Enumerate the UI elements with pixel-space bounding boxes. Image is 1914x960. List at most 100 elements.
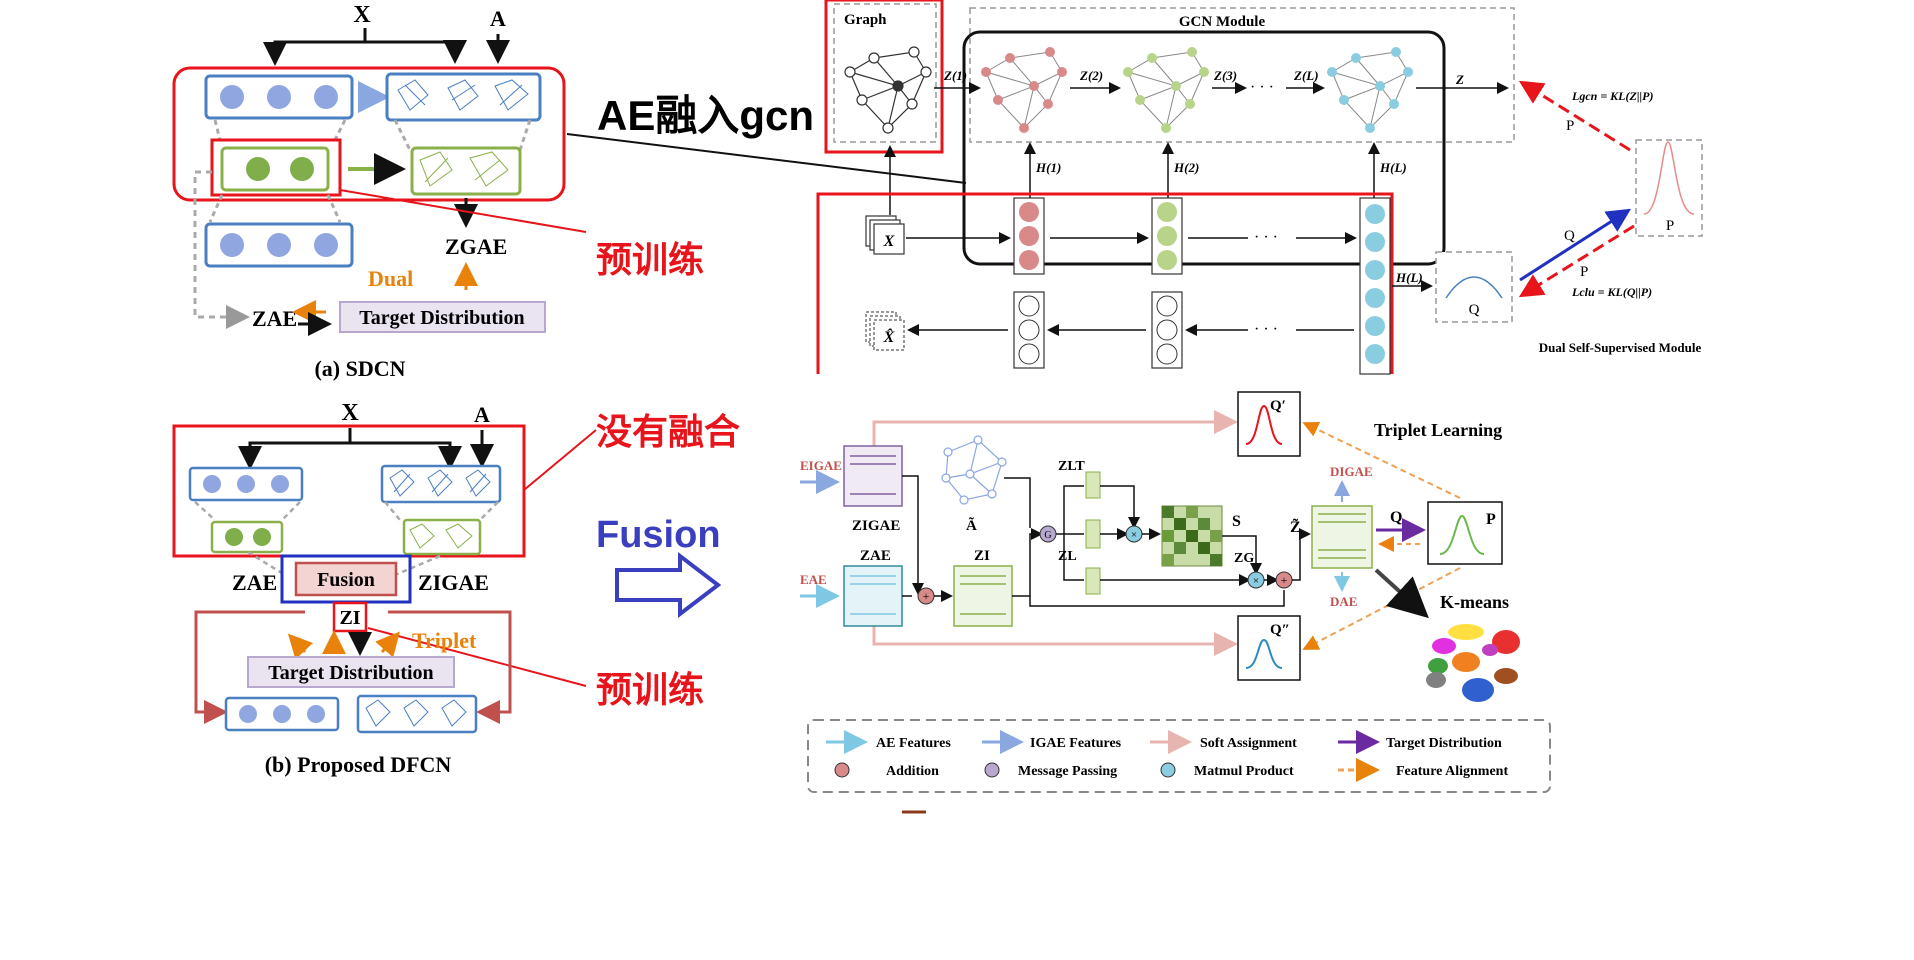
p-to-q-arrow [1518,224,1635,298]
ae-node [273,705,291,723]
legend-swatch-message [984,762,1000,778]
ae-layer-node [1365,316,1385,336]
annotations: AE融入gcn 预训练 没有融合 Fusion 预训练 [339,92,967,711]
sdcn-target-label: Target Distribution [359,307,524,329]
e-igae-label: EIGAE [800,458,842,473]
ztilde-to-kmeans [1374,568,1429,619]
dfcn-dashed-funnel [194,501,499,521]
dfcn-right-loop [388,610,512,724]
ae-latent-node [225,528,243,546]
dfcn-triplet-arrow [375,631,400,658]
sdcn-x-label: X [353,2,371,28]
mp-branches [1056,485,1084,581]
p-label-bottom: P [1580,264,1588,280]
legend-label-target: Target Distribution [1386,736,1502,751]
graph-icon [389,469,491,497]
ae-layer-node [1019,250,1039,270]
ae-layer-node [1365,204,1385,224]
kmeans-label: K-means [1440,592,1509,612]
p-label-top: P [1566,118,1574,134]
p-to-qprime [1302,421,1461,499]
gcn-layer-graph [1127,51,1205,129]
q-curve [1445,276,1503,299]
matrix-stripes [850,575,896,615]
gcn-z-label: Z [1455,72,1464,87]
dfcn-ae-latent-box [210,520,284,554]
p-target-curve [1439,514,1485,555]
zlt-to-matmul [1100,485,1140,529]
sdcn-gae-encoder-box [385,72,542,122]
graph-icon [419,151,509,187]
e-igae-matrix [843,445,903,507]
zi-skip-path [1029,590,1285,607]
annotation-line-no-fusion [523,429,597,491]
annotation-line-to-gcn [566,133,967,184]
igae-to-add-path [902,475,924,595]
gcn-zl-label: Z(L) [1293,68,1319,83]
ae-layer-node [1019,226,1039,246]
q-label: Q [1564,228,1575,244]
gcn-z1-label: Z(1) [943,68,967,83]
q-arrow-label: Q [1390,509,1402,526]
legend-label-message: Message Passing [1018,764,1117,779]
h2-label: H(2) [1173,160,1199,175]
legend: AE Features IGAE Features Soft Assignmen… [826,730,1508,782]
legend-label-addition: Addition [886,764,939,779]
q-box-label: Q [1469,302,1480,318]
ae-node [239,705,257,723]
ae-node [271,475,289,493]
dual-module-label: Dual Self-Supervised Module [1539,340,1702,355]
ae-node [267,233,291,257]
matrix-stripes [960,575,1006,615]
ae-dots: · · · [1254,229,1278,246]
q-prime-curve [1245,404,1283,445]
graph-icon [409,523,473,549]
graph-dashed-box [833,3,937,143]
add-to-ztilde [1292,528,1311,581]
gcn-z3-label: Z(3) [1213,68,1237,83]
d-igae-label: DIGAE [1330,464,1373,479]
matrix-stripes [850,455,896,495]
x-hat-label: X̂ [883,327,895,346]
l-gcn-label: Lgcn = KL(Z||P) [1571,89,1653,103]
dfcn-igae-latent-box [402,518,482,556]
dfcn-left-loop [194,610,305,724]
soft-assign-path-bottom [872,620,1238,656]
dfcn-schematic: X A ZAE Fusion ZIGAE ZI [172,400,526,777]
ae-latent-node [253,528,271,546]
q-to-p-arrow [1519,208,1632,282]
p-box-label: P [1666,218,1674,234]
ae-dec-node [1018,319,1040,341]
sdcn-caption: (a) SDCN [314,356,405,381]
sdcn-full-architecture: Graph GCN Module [816,0,1703,375]
e-ae-label: EAE [800,572,827,587]
sdcn-z-gae-label: ZGAE [445,234,507,259]
a-tilde-label: Ã [966,516,977,534]
dfcn-fusion-box [294,561,398,597]
legend-label-igae: IGAE Features [1030,736,1122,751]
ae-node [314,233,338,257]
q-dprime-curve [1245,638,1283,669]
p-target-label: P [1486,511,1496,528]
adj-to-mp-path [1004,477,1031,528]
x-input-stack [865,215,905,255]
dfcn-zi-highlight [332,601,368,633]
legend-swatch-addition [834,762,850,778]
x-input-label: X [883,233,895,250]
triplet-learning-label: Triplet Learning [1374,420,1502,440]
sdcn-target-box [339,301,546,333]
soft-assign-path-top [872,410,1238,446]
dfcn-triplet-label: Triplet [412,628,477,653]
kmeans-clusters [1426,624,1520,702]
similarity-matrix-s [1161,505,1223,567]
dfcn-a-label: A [474,402,490,427]
zi-to-mp-path [1012,528,1043,597]
sdcn-schematic: X A ZGAE [172,2,566,381]
dfcn-z-igae-label: ZIGAE [418,570,489,595]
z-g-label: ZG [1234,551,1254,566]
s-to-zg [1222,535,1262,575]
sdcn-gae-latent-box [410,146,522,196]
ae-dec-node [1018,295,1040,317]
gcn-black-frame [962,30,1446,266]
z-tilde-label: Z̃ [1290,517,1301,536]
